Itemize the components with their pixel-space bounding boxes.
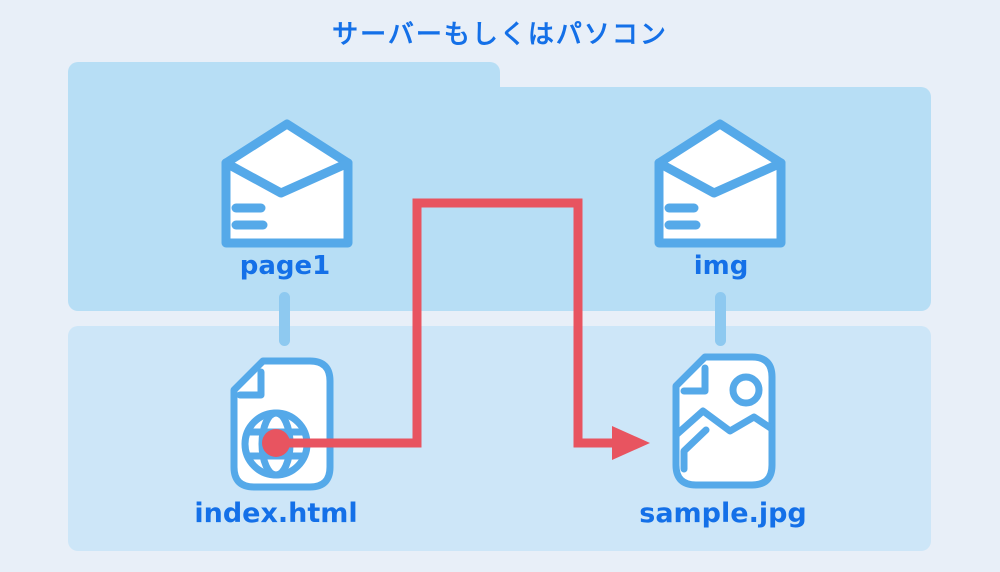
file-label-index-html: index.html xyxy=(194,498,358,529)
diagram-title: サーバーもしくはパソコン xyxy=(332,20,668,50)
folded-corner-mark xyxy=(680,364,709,395)
tree-connector-page1-index xyxy=(279,292,290,346)
html-file-globe-icon xyxy=(230,357,334,491)
folder-label-img: img xyxy=(693,251,749,281)
sun-circle xyxy=(729,373,763,407)
hill-line xyxy=(680,426,710,473)
image-file-icon xyxy=(672,353,776,489)
server-folder-top-band xyxy=(68,87,931,311)
envelope-flap xyxy=(654,158,786,198)
folder-label-page1: page1 xyxy=(239,251,331,281)
envelope-outline xyxy=(654,119,786,248)
open-envelope-folder-icon xyxy=(654,119,786,248)
envelope-flap xyxy=(221,158,353,198)
mountain-line xyxy=(673,407,774,438)
folded-corner-mark xyxy=(236,368,265,399)
tree-connector-img-sample xyxy=(715,292,726,346)
file-label-sample-jpg: sample.jpg xyxy=(639,498,807,529)
open-envelope-folder-icon xyxy=(221,119,353,248)
